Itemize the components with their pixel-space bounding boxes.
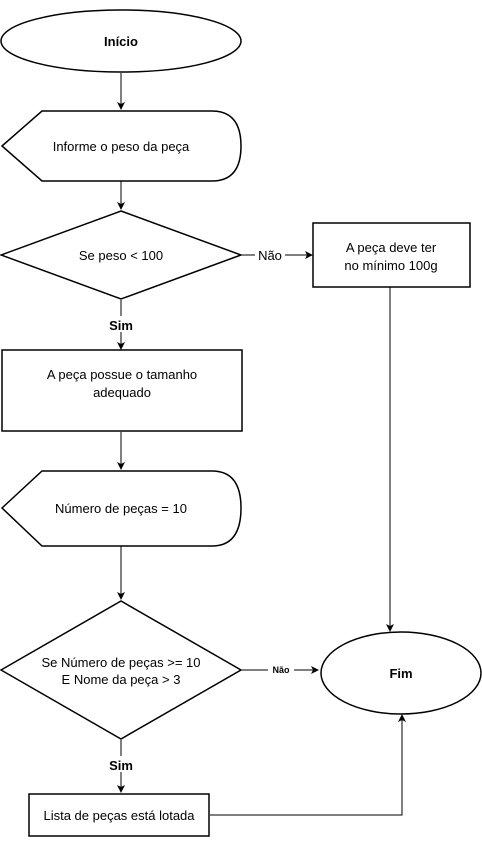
decision-weight-label: Se peso < 100 <box>79 248 163 263</box>
decision-count-label-line2: E Nome da peça > 3 <box>62 672 181 687</box>
decision-count-label-line1: Se Número de peças >= 10 <box>42 655 201 670</box>
edge-list-full-to-end <box>210 714 406 816</box>
label-bg-count-no <box>268 663 294 677</box>
min-weight-label-line1: A peça deve ter <box>346 240 437 255</box>
end-terminal <box>320 631 482 715</box>
input-weight-shape <box>0 110 242 182</box>
list-full-process <box>28 793 210 837</box>
input-weight-label: Informe o peso da peça <box>53 139 190 154</box>
min-weight-label-line2: no mínimo 100g <box>344 258 437 273</box>
decision-weight-diamond <box>0 210 244 300</box>
label-bg-weight-no <box>255 247 285 263</box>
edge-label-weight-yes: Sim <box>109 318 133 333</box>
start-label: Início <box>104 34 138 49</box>
connectors <box>117 73 406 816</box>
min-weight-process <box>312 222 471 288</box>
start-terminal <box>0 9 242 73</box>
label-bg-count-yes <box>106 756 136 772</box>
input-count-shape <box>0 470 242 547</box>
end-label: Fim <box>389 666 412 681</box>
size-ok-label: A peça possue o tamanho adequado <box>46 367 198 400</box>
size-ok-process <box>1 349 243 432</box>
list-full-label: Lista de peças está lotada <box>43 808 195 823</box>
edge-label-weight-no: Não <box>258 248 282 263</box>
label-bg-weight-yes <box>106 316 136 332</box>
input-count-label: Número de peças = 10 <box>55 501 187 516</box>
decision-count-diamond <box>0 600 243 740</box>
size-ok-text-box: A peça possue o tamanho adequado <box>46 367 198 400</box>
edge-label-count-yes: Sim <box>109 758 133 773</box>
edge-label-count-no: Não <box>272 665 290 675</box>
